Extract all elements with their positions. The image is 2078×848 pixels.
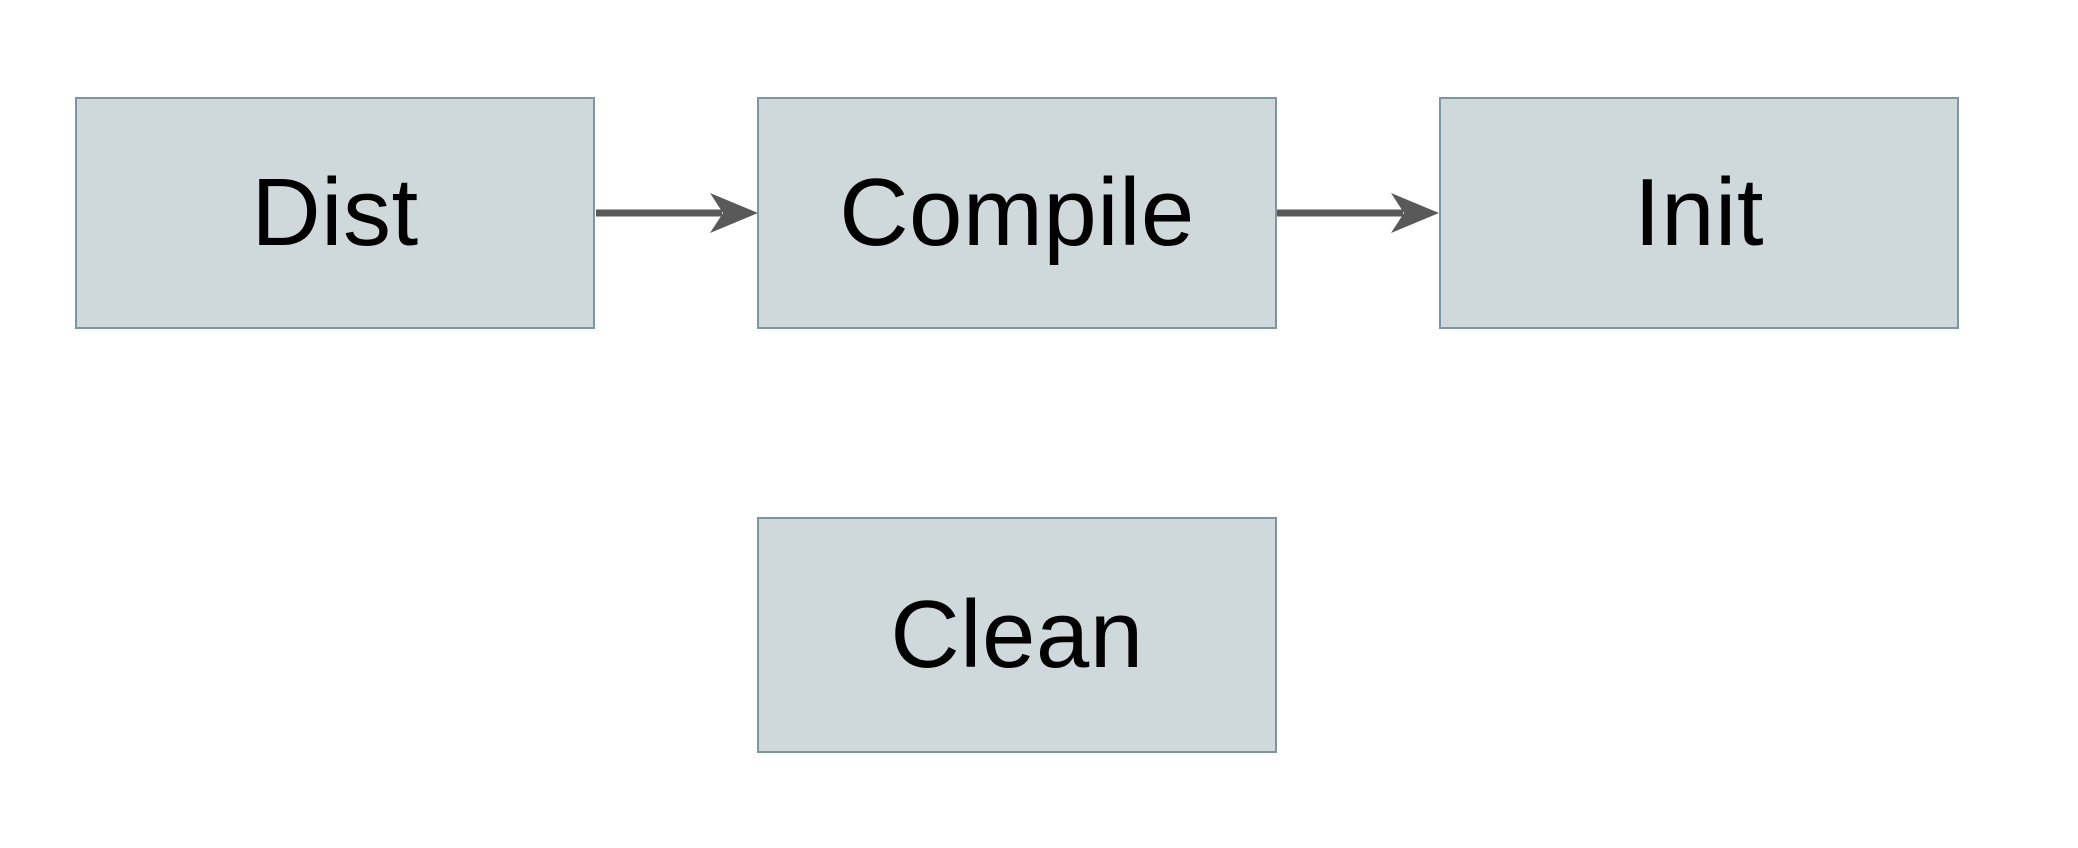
node-init: Init	[1439, 97, 1959, 329]
edge-compile-to-init	[1276, 183, 1440, 243]
node-compile-label: Compile	[839, 159, 1195, 266]
arrow-right-icon	[596, 193, 758, 233]
arrow-right-icon	[1277, 193, 1439, 233]
node-clean-label: Clean	[890, 581, 1144, 688]
node-init-label: Init	[1633, 159, 1765, 266]
node-compile: Compile	[757, 97, 1277, 329]
node-dist: Dist	[75, 97, 595, 329]
node-dist-label: Dist	[251, 159, 419, 266]
node-clean: Clean	[757, 517, 1277, 753]
edge-dist-to-compile	[595, 183, 759, 243]
